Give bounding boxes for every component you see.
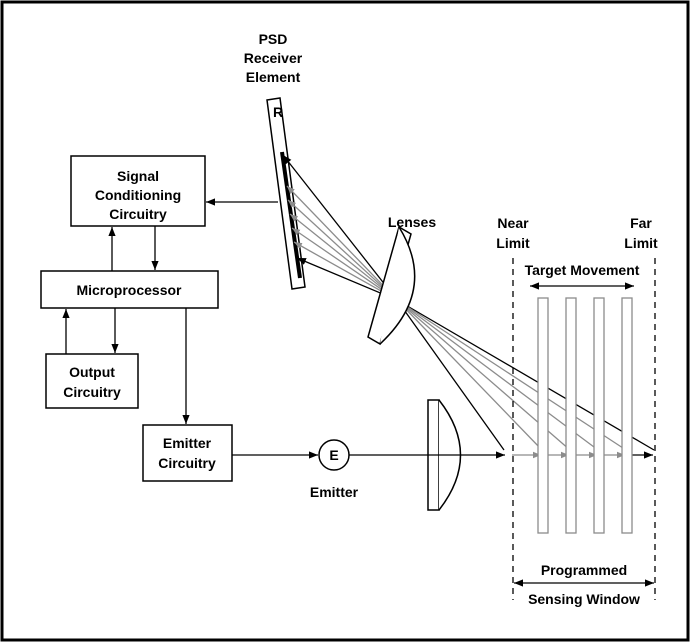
emitter-circuitry-box bbox=[142, 424, 233, 482]
receiver-lens bbox=[367, 225, 416, 346]
far-limit-line2: Limit bbox=[624, 235, 658, 251]
ray-target-1 bbox=[396, 299, 543, 451]
psd-label-line2: Receiver bbox=[244, 50, 303, 66]
ray-gray-3 bbox=[289, 213, 398, 301]
output-label-line2: Circuitry bbox=[63, 384, 121, 400]
output-circuitry-box bbox=[45, 353, 139, 409]
near-limit-line2: Limit bbox=[496, 235, 530, 251]
signal-label-line3: Circuitry bbox=[109, 206, 167, 222]
microprocessor-label: Microprocessor bbox=[76, 282, 182, 298]
signal-label-line2: Conditioning bbox=[95, 187, 181, 203]
signal-label-line1: Signal bbox=[117, 168, 159, 184]
far-limit-line1: Far bbox=[630, 215, 652, 231]
psd-label-line3: Element bbox=[246, 69, 301, 85]
ray-gray-5 bbox=[293, 241, 398, 301]
window-label-line1: Programmed bbox=[541, 562, 627, 578]
ray-gray-4 bbox=[291, 227, 398, 301]
signal-conditioning-box bbox=[70, 155, 206, 227]
ray-target-4 bbox=[396, 299, 627, 451]
receiver-marker: R bbox=[273, 104, 283, 120]
emitter-circuitry-line2: Circuitry bbox=[158, 455, 216, 471]
target-movement-label: Target Movement bbox=[525, 262, 640, 278]
target-plate-3 bbox=[593, 297, 605, 534]
ray-upper-black bbox=[282, 154, 398, 301]
lenses-label: Lenses bbox=[388, 214, 436, 230]
ray-far-black bbox=[396, 299, 655, 451]
psd-label: PSD Receiver Element bbox=[244, 31, 303, 85]
near-limit-line1: Near bbox=[497, 215, 529, 231]
output-label-line1: Output bbox=[69, 364, 115, 380]
ray-target-3 bbox=[396, 299, 599, 451]
ray-gray-1 bbox=[286, 185, 398, 301]
receiver-lens-curve bbox=[379, 226, 416, 345]
emitter-symbol: E bbox=[329, 447, 338, 463]
reflected-rays bbox=[282, 154, 655, 451]
target-plate-1 bbox=[537, 297, 549, 534]
ray-near-black bbox=[396, 299, 505, 451]
target-plate-4 bbox=[621, 297, 633, 534]
window-label-line2: Sensing Window bbox=[528, 591, 640, 607]
target-plate-2 bbox=[565, 297, 577, 534]
target-plates bbox=[537, 297, 633, 534]
microprocessor-box bbox=[40, 270, 219, 309]
psd-label-line1: PSD bbox=[259, 31, 288, 47]
emitter-label: Emitter bbox=[310, 484, 359, 500]
emitter-circuitry-line1: Emitter bbox=[163, 435, 212, 451]
ray-gray-2 bbox=[287, 199, 398, 301]
psd-receiver-element: R bbox=[266, 97, 306, 290]
